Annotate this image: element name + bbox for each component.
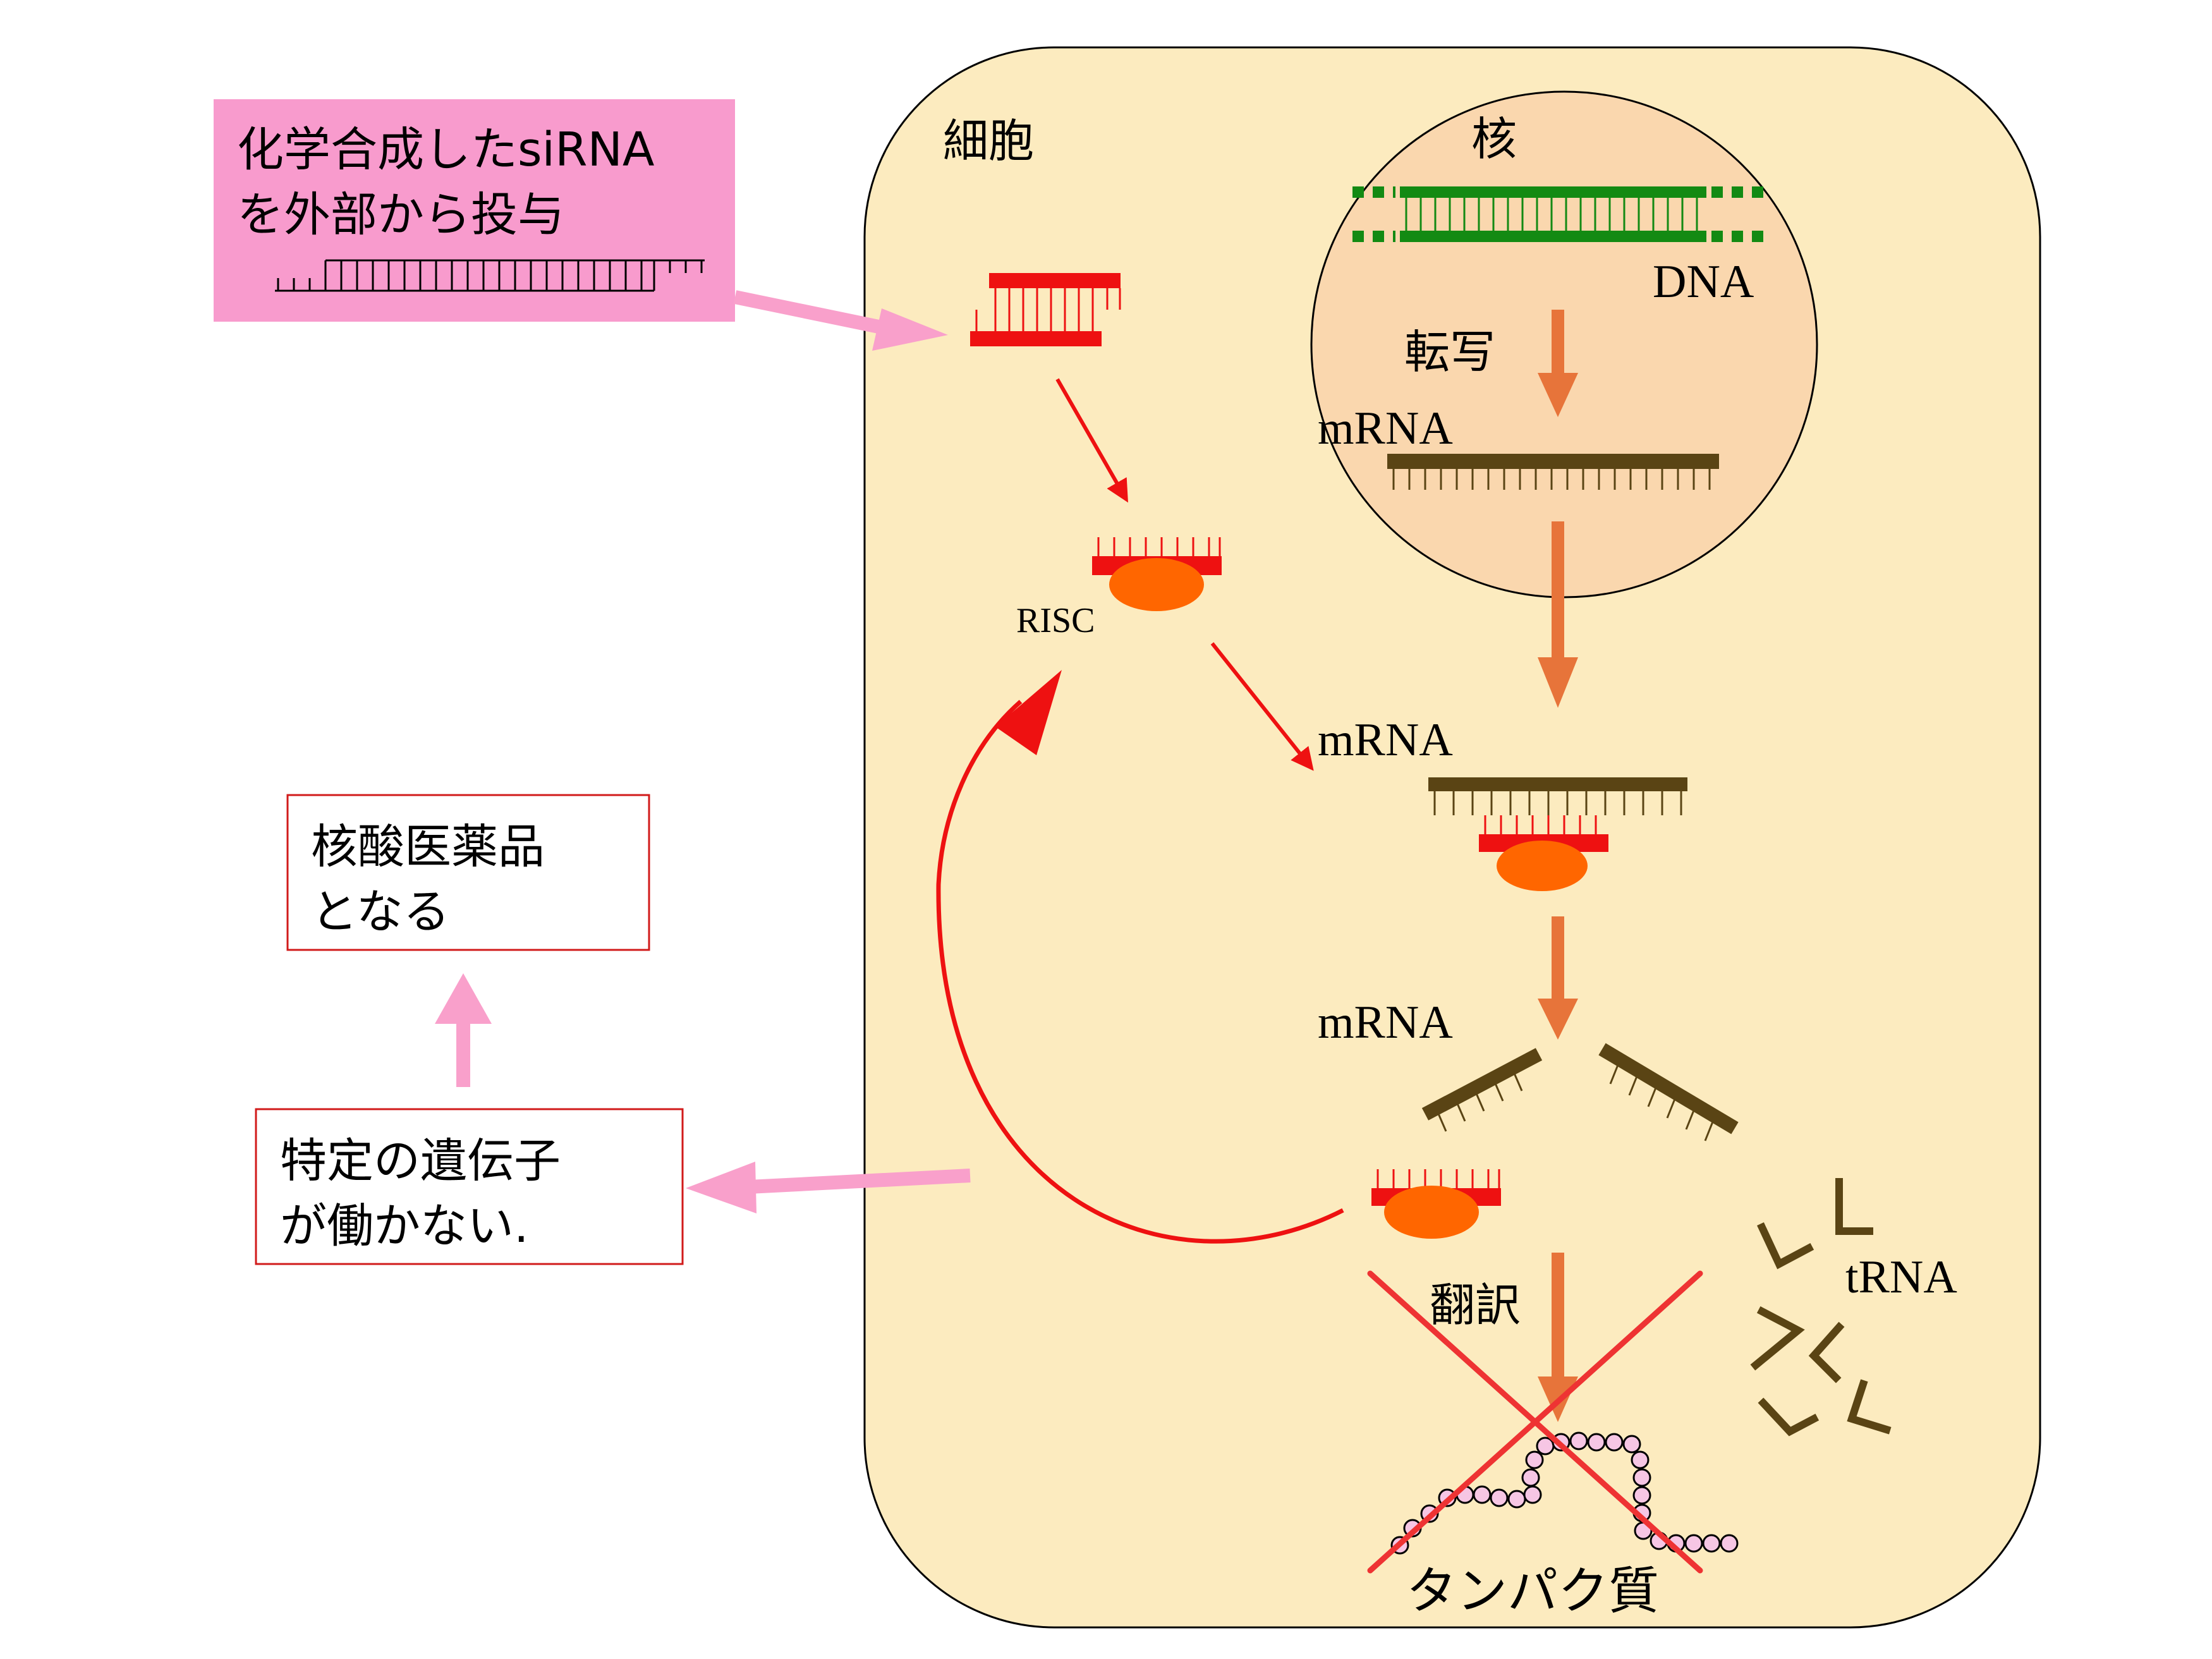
- sirna-box-line1: 化学合成したsiRNA: [237, 123, 655, 177]
- dna-double-strand: [1352, 186, 1763, 242]
- risc-complex: [1092, 537, 1222, 611]
- dna-label: DNA: [1653, 256, 1754, 308]
- sirna-administration-box: [214, 99, 735, 322]
- mrna-risc-complex: [1428, 777, 1687, 891]
- sirna-duplex: [970, 273, 1121, 346]
- mrna-nucleus-label: mRNA: [1318, 403, 1453, 454]
- risc-recycling-arrow: [936, 670, 1344, 1244]
- trna-molecules: [1750, 1178, 1892, 1437]
- transcription-arrow: [1538, 310, 1578, 417]
- nucleic-acid-drug-box: [286, 794, 650, 951]
- gene-silenced-box: [255, 1108, 684, 1265]
- protein-label: タンパク質: [1406, 1562, 1659, 1620]
- cleaved-mrna-fragment-left: [1421, 1048, 1543, 1132]
- transcription-label: 転写: [1404, 325, 1495, 379]
- cleaved-mrna-fragment-right: [1598, 1043, 1739, 1141]
- result-line2: が働かない.: [280, 1199, 529, 1253]
- result-line1: 特定の遺伝子: [280, 1134, 561, 1188]
- risc-label: RISC: [1016, 601, 1095, 640]
- drug-line2: となる: [311, 885, 450, 939]
- nucleus-label: 核: [1471, 112, 1517, 166]
- mrna-bound-label: mRNA: [1318, 714, 1453, 766]
- export-arrow: [1538, 521, 1578, 708]
- drug-line1: 核酸医薬品: [311, 820, 545, 874]
- translation-blocked-cross: [1367, 1270, 1703, 1574]
- translation-label: 翻訳: [1430, 1279, 1521, 1332]
- effect-arrow: [686, 1162, 971, 1213]
- trna-label: tRNA: [1845, 1251, 1957, 1303]
- risc-binding-arrow: [1210, 642, 1314, 771]
- cell-label: 細胞: [943, 114, 1034, 167]
- sirna-strand-in-box: [275, 259, 705, 292]
- cleavage-arrow: [1538, 916, 1578, 1040]
- drug-arrow: [435, 973, 492, 1087]
- recycled-risc: [1371, 1169, 1501, 1239]
- sirna-entry-arrow: [733, 290, 948, 351]
- sirna-box-line2: を外部から投与: [237, 188, 564, 242]
- mrna-strand-nucleus: [1387, 454, 1719, 490]
- mrna-cleaved-label: mRNA: [1318, 997, 1453, 1048]
- risc-loading-arrow: [1055, 378, 1128, 503]
